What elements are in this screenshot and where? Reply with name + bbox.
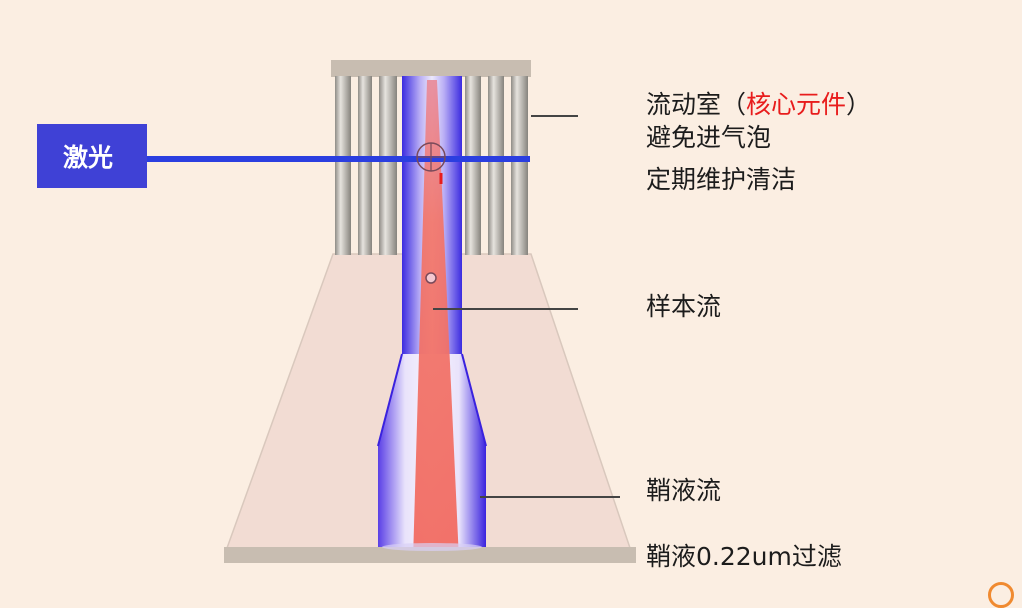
flow-cell-note: 避免进气泡 — [646, 123, 772, 152]
particle-icon — [425, 272, 437, 284]
flow-cell-pillar — [511, 76, 528, 255]
nozzle-edge — [461, 353, 487, 447]
flow-cell-pillar — [358, 76, 372, 255]
flow-cell-pillar — [465, 76, 481, 255]
flow-cell-top-cap — [331, 60, 531, 77]
flow-cell-title: 流动室（核心元件） — [646, 88, 871, 121]
corner-logo-icon — [988, 582, 1014, 608]
flow-cell-pillar — [335, 76, 351, 255]
laser-source: 激光 — [37, 124, 147, 188]
paren-close: ） — [846, 90, 872, 119]
sample-stream-label: 样本流 — [646, 292, 722, 321]
sample-stream — [413, 80, 459, 560]
flow-cell-base — [224, 547, 636, 563]
sheath-stream-label: 鞘液流 — [646, 476, 722, 505]
paren-open: （ — [721, 90, 747, 119]
sheath-filter-label: 鞘液0.22um过滤 — [646, 542, 842, 571]
core-component-highlight: 核心元件 — [746, 90, 847, 119]
nozzle-edge — [377, 353, 403, 447]
flow-cell-pillar — [379, 76, 397, 255]
flow-cell-note: 定期维护清洁 — [646, 165, 797, 194]
flow-cell-pillar — [488, 76, 504, 255]
laser-label: 激光 — [62, 143, 113, 172]
laser-focus-crosshair-icon — [416, 142, 446, 184]
flow-cell-name: 流动室 — [646, 90, 722, 119]
